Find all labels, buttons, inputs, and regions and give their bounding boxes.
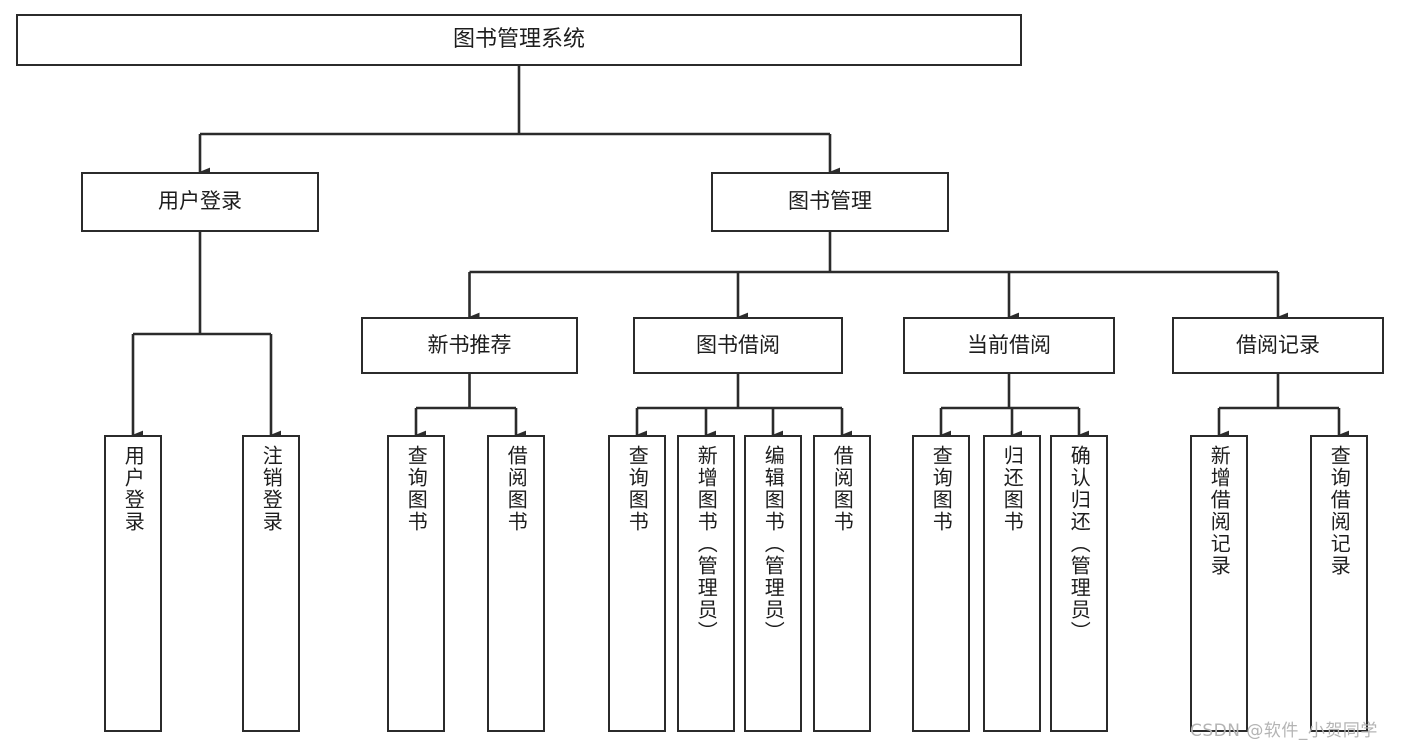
node-leaf-borrow-book-2[interactable]: 借阅图书 <box>813 435 871 732</box>
node-label: 借阅图书 <box>830 445 855 533</box>
node-leaf-edit-book[interactable]: 编辑图书（管理员） <box>744 435 802 732</box>
node-user-login[interactable]: 用户登录 <box>81 172 319 232</box>
node-leaf-return-book[interactable]: 归还图书 <box>983 435 1041 732</box>
node-label: 归还图书 <box>1000 445 1025 533</box>
node-leaf-query-book-3[interactable]: 查询图书 <box>912 435 970 732</box>
node-leaf-borrow-book-1[interactable]: 借阅图书 <box>487 435 545 732</box>
node-book-management[interactable]: 图书管理 <box>711 172 949 232</box>
node-leaf-add-book[interactable]: 新增图书（管理员） <box>677 435 735 732</box>
node-leaf-query-book-1[interactable]: 查询图书 <box>387 435 445 732</box>
node-label: 图书管理系统 <box>452 26 585 52</box>
node-label: 借阅记录 <box>1236 332 1320 357</box>
watermark-text: CSDN @软件_小贺同学 <box>1190 721 1378 741</box>
node-label: 查询图书 <box>625 445 650 533</box>
node-leaf-query-record[interactable]: 查询借阅记录 <box>1310 435 1368 732</box>
node-leaf-query-book-2[interactable]: 查询图书 <box>608 435 666 732</box>
node-label: 注销登录 <box>259 445 284 533</box>
node-label: 查询图书 <box>404 445 429 533</box>
node-leaf-logout[interactable]: 注销登录 <box>242 435 300 732</box>
node-book-borrow[interactable]: 图书借阅 <box>633 317 843 374</box>
node-label: 编辑图书（管理员） <box>761 445 786 643</box>
node-current-borrow[interactable]: 当前借阅 <box>903 317 1115 374</box>
node-label: 查询借阅记录 <box>1327 445 1352 577</box>
node-new-book-recommend[interactable]: 新书推荐 <box>361 317 578 374</box>
node-label: 图书借阅 <box>696 332 780 357</box>
node-label: 用户登录 <box>121 445 146 533</box>
node-label: 借阅图书 <box>504 445 529 533</box>
node-label: 新增借阅记录 <box>1207 445 1232 577</box>
node-label: 查询图书 <box>929 445 954 533</box>
node-leaf-user-login[interactable]: 用户登录 <box>104 435 162 732</box>
node-label: 当前借阅 <box>967 332 1051 357</box>
connector-lines <box>131 66 1350 440</box>
node-label: 新书推荐 <box>427 332 512 357</box>
node-label: 确认归还（管理员） <box>1067 445 1092 643</box>
node-leaf-add-record[interactable]: 新增借阅记录 <box>1190 435 1248 732</box>
node-borrow-record[interactable]: 借阅记录 <box>1172 317 1384 374</box>
node-leaf-confirm-return[interactable]: 确认归还（管理员） <box>1050 435 1108 732</box>
node-root[interactable]: 图书管理系统 <box>16 14 1022 66</box>
node-label: 新增图书（管理员） <box>694 445 719 643</box>
node-label: 图书管理 <box>788 189 872 214</box>
node-label: 用户登录 <box>158 189 242 214</box>
